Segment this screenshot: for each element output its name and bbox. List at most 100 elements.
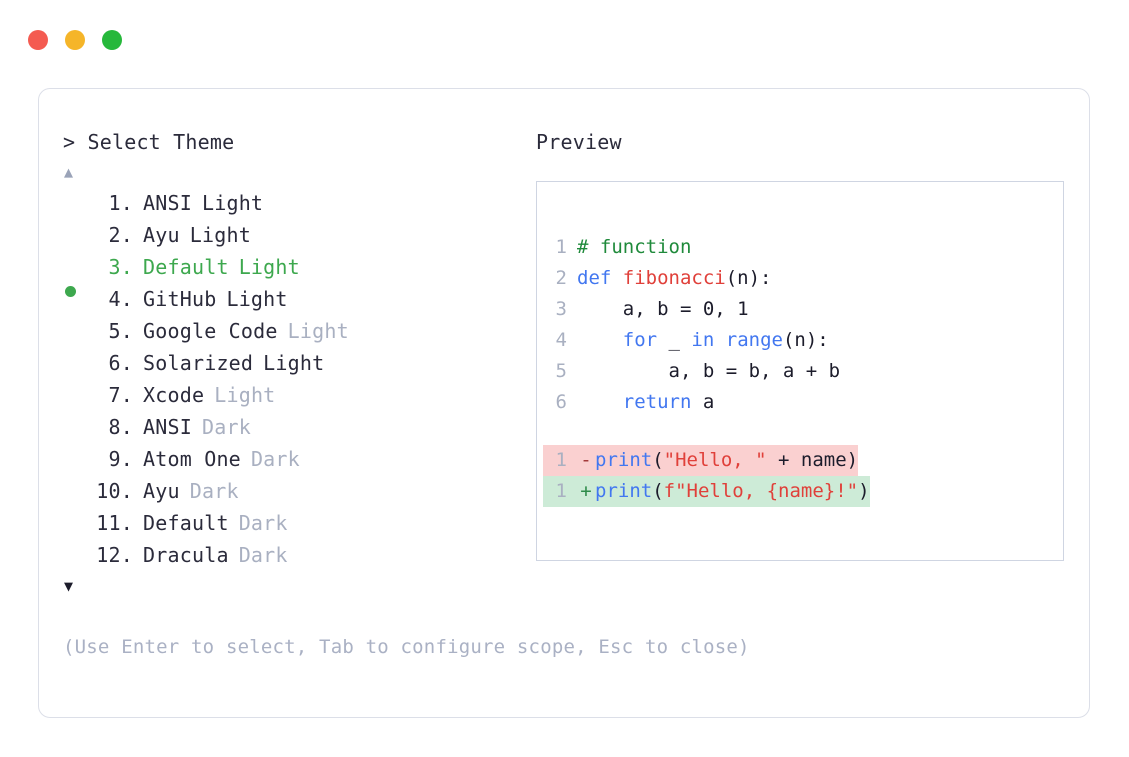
- diff-line-text: print(f"Hello, {name}!"): [595, 476, 870, 507]
- theme-item-name: Default: [143, 255, 229, 279]
- code-token: fibonacci: [622, 267, 726, 289]
- theme-item-index: 5.: [108, 319, 133, 343]
- code-spacer: [547, 418, 1059, 445]
- diff-line-text: print("Hello, " + name): [595, 445, 858, 476]
- code-line: 3 a, b = 0, 1: [547, 294, 1059, 325]
- theme-item-variant: Light: [201, 191, 264, 215]
- line-number: 3: [555, 298, 567, 320]
- diff-marker-minus: -: [580, 449, 592, 471]
- code-token: _: [657, 329, 692, 351]
- code-token: a, b = b, a + b: [577, 360, 841, 382]
- code-token: (n):: [782, 329, 829, 351]
- diff-line-number: 1: [555, 449, 567, 471]
- code-token: for: [622, 329, 658, 351]
- scroll-up-icon[interactable]: ▲: [64, 163, 74, 181]
- theme-item-name: Xcode: [143, 383, 205, 407]
- scroll-down-icon[interactable]: ▼: [64, 577, 74, 595]
- line-number: 5: [555, 360, 567, 382]
- line-number: 2: [555, 267, 567, 289]
- line-number: 4: [555, 329, 567, 351]
- code-line-text: a, b = 0, 1: [577, 294, 749, 325]
- theme-list-item[interactable]: 5. Google Code Light: [63, 315, 533, 347]
- theme-item-variant: Dark: [201, 415, 251, 439]
- code-token: return: [622, 391, 692, 413]
- theme-item-index: 3.: [108, 255, 133, 279]
- code-token: [577, 391, 623, 413]
- theme-item-index: 12.: [96, 543, 133, 567]
- line-number: 1: [555, 236, 567, 258]
- theme-item-index: 10.: [96, 479, 133, 503]
- theme-item-name: Ayu: [143, 479, 180, 503]
- theme-item-name: Default: [143, 511, 229, 535]
- theme-list-item[interactable]: 7. Xcode Light: [63, 379, 533, 411]
- theme-item-variant: Dark: [250, 447, 300, 471]
- code-line: 4 for _ in range(n):: [547, 325, 1059, 356]
- code-token: # function: [577, 236, 692, 258]
- code-line-text: # function: [577, 232, 691, 263]
- theme-item-variant: Light: [226, 287, 288, 311]
- theme-item-name: Dracula: [143, 543, 229, 567]
- code-token: print: [595, 449, 653, 471]
- theme-item-name: Ayu: [143, 223, 180, 247]
- diff-line-minus: 1-print("Hello, " + name): [543, 445, 859, 476]
- code-line: 2 def fibonacci(n):: [547, 263, 1059, 294]
- theme-item-name: ANSI: [143, 191, 192, 215]
- code-line: 6 return a: [547, 387, 1059, 418]
- theme-item-variant: Light: [263, 351, 325, 375]
- diff-line-plus: 1 +print(f"Hello, {name}!"): [543, 476, 870, 507]
- code-token: def: [577, 267, 623, 289]
- line-number: 6: [555, 391, 567, 413]
- theme-item-index: 8.: [108, 415, 133, 439]
- theme-item-variant: Light: [189, 223, 251, 247]
- selected-indicator-icon: [65, 286, 76, 297]
- code-token: print: [595, 480, 653, 502]
- theme-list-item[interactable]: 12. Dracula Dark: [63, 539, 533, 571]
- theme-list-item[interactable]: 1. ANSI Light: [63, 187, 533, 219]
- theme-item-index: 6.: [108, 351, 133, 375]
- code-token: f"Hello, {name}!": [663, 480, 859, 502]
- diff-line-number: 1: [555, 480, 567, 502]
- theme-item-variant: Light: [238, 255, 300, 279]
- code-token: [714, 329, 725, 351]
- theme-item-variant: Light: [287, 319, 349, 343]
- code-line: 5 a, b = b, a + b: [547, 356, 1059, 387]
- maximize-button[interactable]: [102, 30, 122, 50]
- code-token: ): [858, 480, 870, 502]
- close-button[interactable]: [28, 30, 48, 50]
- window-traffic-lights: [28, 30, 122, 50]
- theme-list-item[interactable]: 10. Ayu Dark: [63, 475, 533, 507]
- theme-item-index: 7.: [108, 383, 133, 407]
- code-token: "Hello, ": [663, 449, 767, 471]
- preview-title: Preview: [536, 130, 622, 154]
- code-line-text: def fibonacci(n):: [577, 263, 771, 294]
- theme-item-index: 1.: [108, 191, 133, 215]
- code-token: in: [691, 329, 715, 351]
- minimize-button[interactable]: [65, 30, 85, 50]
- theme-item-variant: Light: [214, 383, 276, 407]
- theme-item-index: 4.: [108, 287, 133, 311]
- code-token: (: [652, 480, 664, 502]
- code-token: (n):: [725, 267, 772, 289]
- theme-item-variant: Dark: [238, 543, 288, 567]
- theme-item-name: Atom One: [143, 447, 241, 471]
- diff-marker-plus: +: [580, 480, 592, 502]
- code-token: range: [725, 329, 783, 351]
- theme-list-item[interactable]: 3. Default Light: [63, 251, 533, 297]
- code-token: [577, 329, 623, 351]
- theme-item-variant: Dark: [189, 479, 239, 503]
- code-token: a, b = 0, 1: [577, 298, 749, 320]
- theme-item-name: Google Code: [143, 319, 278, 343]
